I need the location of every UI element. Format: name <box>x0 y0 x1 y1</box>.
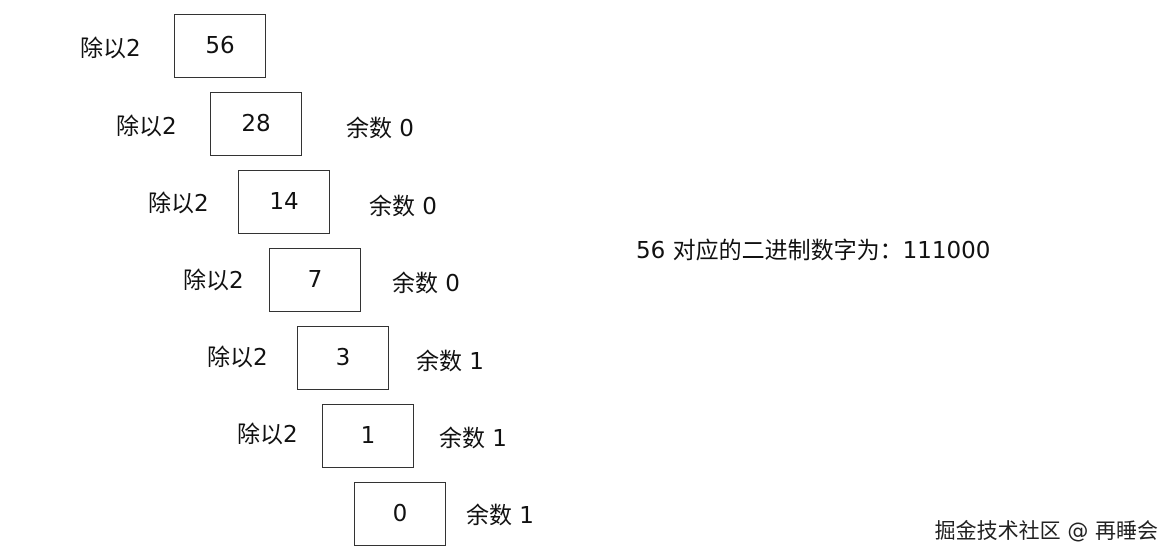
value-text-5: 1 <box>360 422 376 449</box>
value-text-4: 3 <box>335 344 351 371</box>
value-text-0: 56 <box>205 32 235 59</box>
value-box-4: 3 <box>297 326 389 390</box>
remainder-label-3: 余数 0 <box>392 271 460 297</box>
value-box-2: 14 <box>238 170 330 234</box>
divide-label-2: 除以2 <box>148 191 209 217</box>
value-text-6: 0 <box>392 500 408 527</box>
remainder-label-5: 余数 1 <box>439 426 507 452</box>
remainder-label-2: 余数 0 <box>369 194 437 220</box>
value-box-1: 28 <box>210 92 302 156</box>
watermark-text: 掘金技术社区 @ 再睡会 <box>934 519 1158 543</box>
value-text-1: 28 <box>241 110 271 137</box>
value-box-3: 7 <box>269 248 361 312</box>
remainder-label-6: 余数 1 <box>466 503 534 529</box>
binary-result-text: 56 对应的二进制数字为：111000 <box>636 238 991 264</box>
value-box-6: 0 <box>354 482 446 546</box>
value-text-2: 14 <box>269 188 299 215</box>
divide-label-5: 除以2 <box>237 422 298 448</box>
divide-label-4: 除以2 <box>207 345 268 371</box>
remainder-label-1: 余数 0 <box>346 116 414 142</box>
value-text-3: 7 <box>307 266 323 293</box>
divide-label-0: 除以2 <box>80 36 141 62</box>
remainder-label-4: 余数 1 <box>416 349 484 375</box>
divide-label-1: 除以2 <box>116 114 177 140</box>
value-box-0: 56 <box>174 14 266 78</box>
divide-label-3: 除以2 <box>183 268 244 294</box>
value-box-5: 1 <box>322 404 414 468</box>
